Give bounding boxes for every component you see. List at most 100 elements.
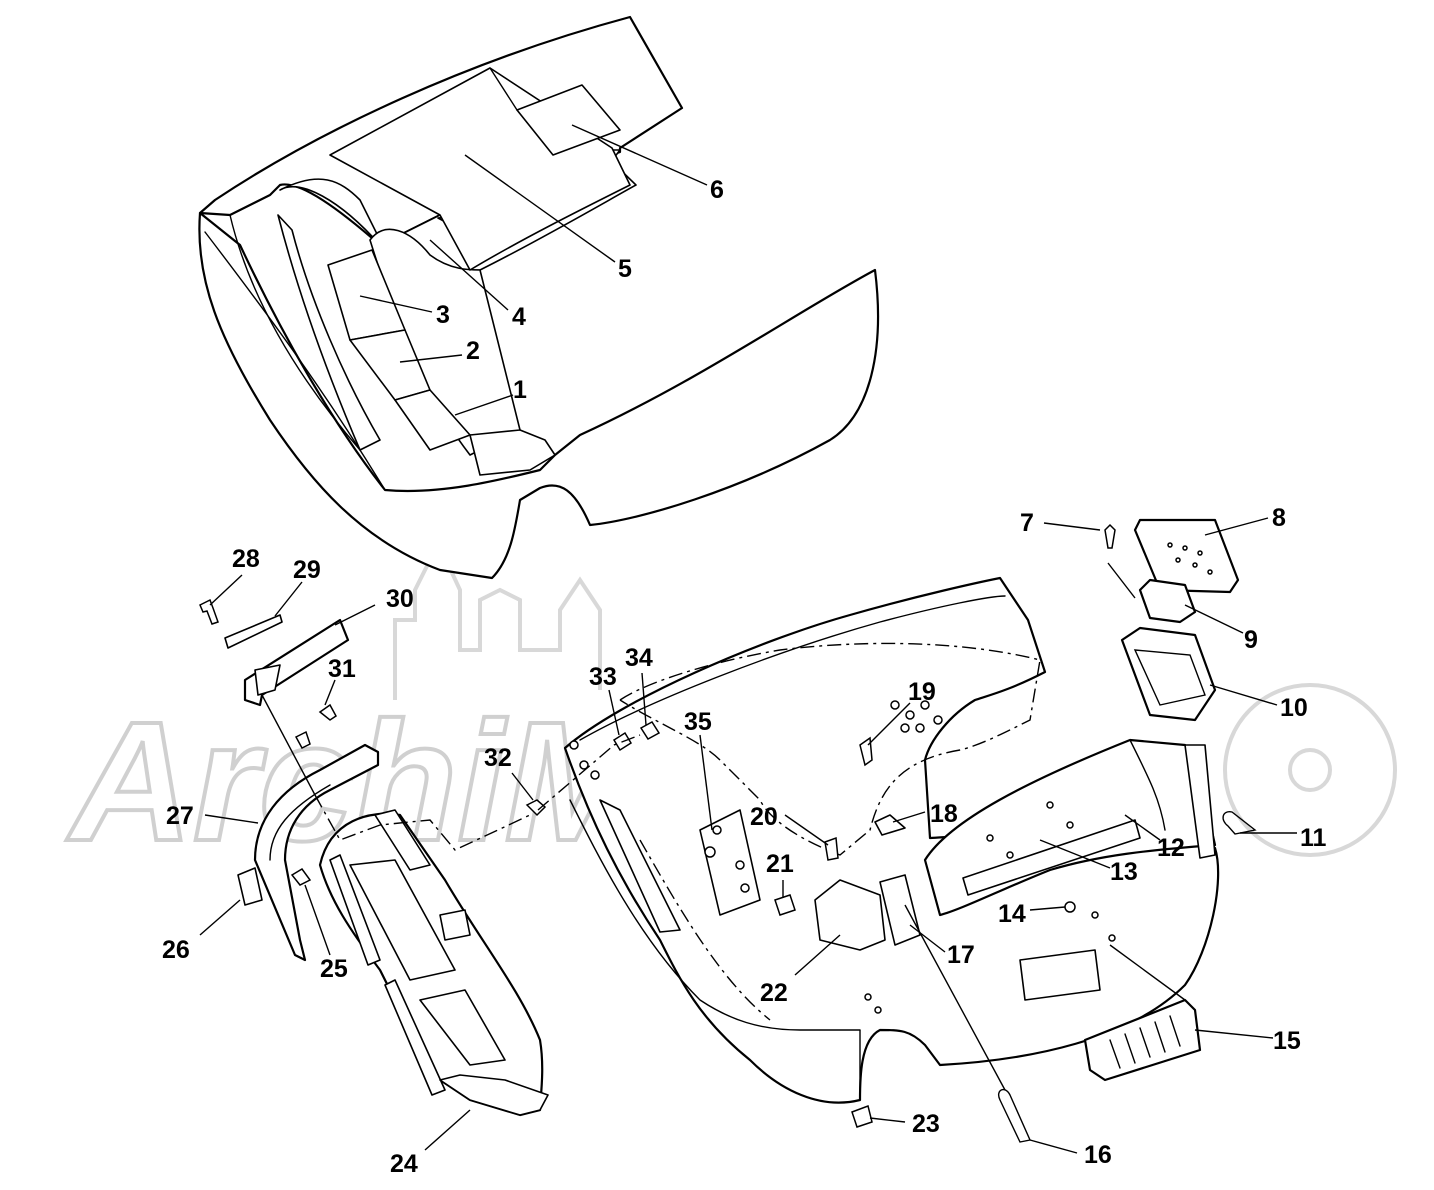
- callout-23: 23: [912, 1110, 940, 1138]
- callout-27: 27: [166, 802, 194, 830]
- footboard-tread-lower: [419, 989, 506, 1066]
- body-floor-edge: [639, 839, 771, 1021]
- pin-line-16: [904, 904, 1006, 1091]
- leader-12: [1124, 814, 1161, 841]
- fastener-screw-7: [1104, 523, 1116, 549]
- footrest-tab: [1184, 744, 1216, 859]
- plug-23: [851, 1105, 873, 1128]
- callout-15: 15: [1273, 1027, 1301, 1055]
- storage-box-gasket: [1138, 578, 1197, 624]
- callout-32: 32: [484, 744, 512, 772]
- footboard-toe: [439, 1074, 549, 1116]
- floor-holes: [890, 700, 943, 733]
- watermark-wheel-hub-icon: [1288, 748, 1332, 792]
- seat-base: [469, 429, 556, 476]
- callout-7: 7: [1020, 509, 1034, 537]
- leader-26: [199, 899, 241, 936]
- decal-panel-small: [516, 84, 621, 156]
- side-panel-slot: [599, 799, 681, 933]
- assembly-line-rail: [314, 794, 531, 851]
- leader-3: [359, 295, 433, 313]
- leader-1: [454, 394, 514, 416]
- footboard-pad-upper: [374, 809, 431, 871]
- side-hole-1: [569, 740, 579, 750]
- leader-9: [1184, 604, 1244, 634]
- hood-body: [198, 211, 880, 580]
- leader-29: [274, 581, 303, 617]
- storage-box-lid-pattern: [1167, 542, 1213, 575]
- nut-34: [639, 721, 661, 740]
- hood-lip: [204, 231, 386, 491]
- bracket-hole-4: [740, 883, 750, 893]
- body-mount-hole-1: [1091, 911, 1099, 919]
- leader-18: [892, 811, 926, 823]
- hood-inner-edge: [229, 214, 361, 451]
- reflector-lines: [1109, 1015, 1181, 1069]
- screw-7-line: [1107, 562, 1136, 599]
- leader-28: [209, 574, 243, 606]
- side-rail-inner: [269, 784, 331, 861]
- footboard-tread-upper: [349, 859, 456, 981]
- bracket-clip: [254, 664, 281, 696]
- callout-1: 1: [513, 376, 527, 404]
- watermark-wheel-icon: [1223, 683, 1397, 857]
- leader-7: [1043, 522, 1101, 531]
- callout-4: 4: [512, 303, 526, 331]
- nut-32: [525, 799, 547, 817]
- tail-light-opening: [1019, 949, 1101, 1001]
- callout-24: 24: [390, 1150, 418, 1178]
- hairpin-clip-11: [1222, 811, 1257, 835]
- storage-box-tray-inner: [1133, 649, 1206, 706]
- leader-23: [869, 1117, 906, 1123]
- footrest-tread-strip: [962, 819, 1141, 896]
- side-hole-2: [579, 760, 589, 770]
- bracket-hole-3: [735, 860, 745, 870]
- footboard-step-strip-lower: [384, 979, 446, 1096]
- nut-line-14: [1109, 944, 1186, 1001]
- decal-divider: [489, 67, 518, 111]
- body-mount-hole-4: [874, 1006, 882, 1014]
- callout-6: 6: [710, 176, 724, 204]
- leader-27: [204, 814, 259, 824]
- callout-28: 28: [232, 545, 260, 573]
- callout-29: 29: [293, 556, 321, 584]
- bolt-25: [290, 868, 312, 886]
- leader-20: [784, 814, 829, 846]
- callout-26: 26: [162, 936, 190, 964]
- footboard-step-strip: [329, 854, 381, 966]
- callout-22: 22: [760, 979, 788, 1007]
- footrest-hole-4: [1006, 851, 1014, 859]
- grommet-20: [824, 836, 839, 861]
- callout-19: 19: [908, 678, 936, 706]
- callout-21: 21: [766, 850, 794, 878]
- callout-3: 3: [436, 301, 450, 329]
- hairpin-clip-16: [998, 1088, 1031, 1143]
- leader-16: [1029, 1139, 1078, 1154]
- callout-10: 10: [1280, 694, 1308, 722]
- bolt-31b: [294, 730, 311, 749]
- leader-5: [464, 154, 616, 263]
- leader-24: [424, 1109, 471, 1151]
- hardware-line-32-34: [537, 734, 641, 811]
- decal-29: [224, 614, 283, 649]
- leader-2: [399, 354, 463, 363]
- body-inner-wall: [569, 799, 861, 1031]
- lower-body-assembly: [563, 576, 1220, 1104]
- hinge-plate-22: [814, 879, 886, 951]
- callout-33: 33: [589, 663, 617, 691]
- left-footboard-assembly: [318, 809, 549, 1117]
- callout-11: 11: [1300, 824, 1327, 852]
- leader-25: [304, 884, 331, 956]
- seat-hood-assembly: [198, 15, 880, 580]
- callout-13: 13: [1110, 858, 1138, 886]
- leader-8: [1204, 517, 1269, 536]
- leader-14: [1029, 906, 1066, 911]
- footboard-pad-lower: [439, 909, 471, 941]
- footrest-edge: [1129, 739, 1166, 831]
- callout-2: 2: [466, 337, 480, 365]
- seat-cushion-front: [277, 214, 381, 451]
- side-rail: [253, 743, 380, 962]
- side-hole-3: [590, 770, 600, 780]
- bolt-31a: [318, 703, 337, 721]
